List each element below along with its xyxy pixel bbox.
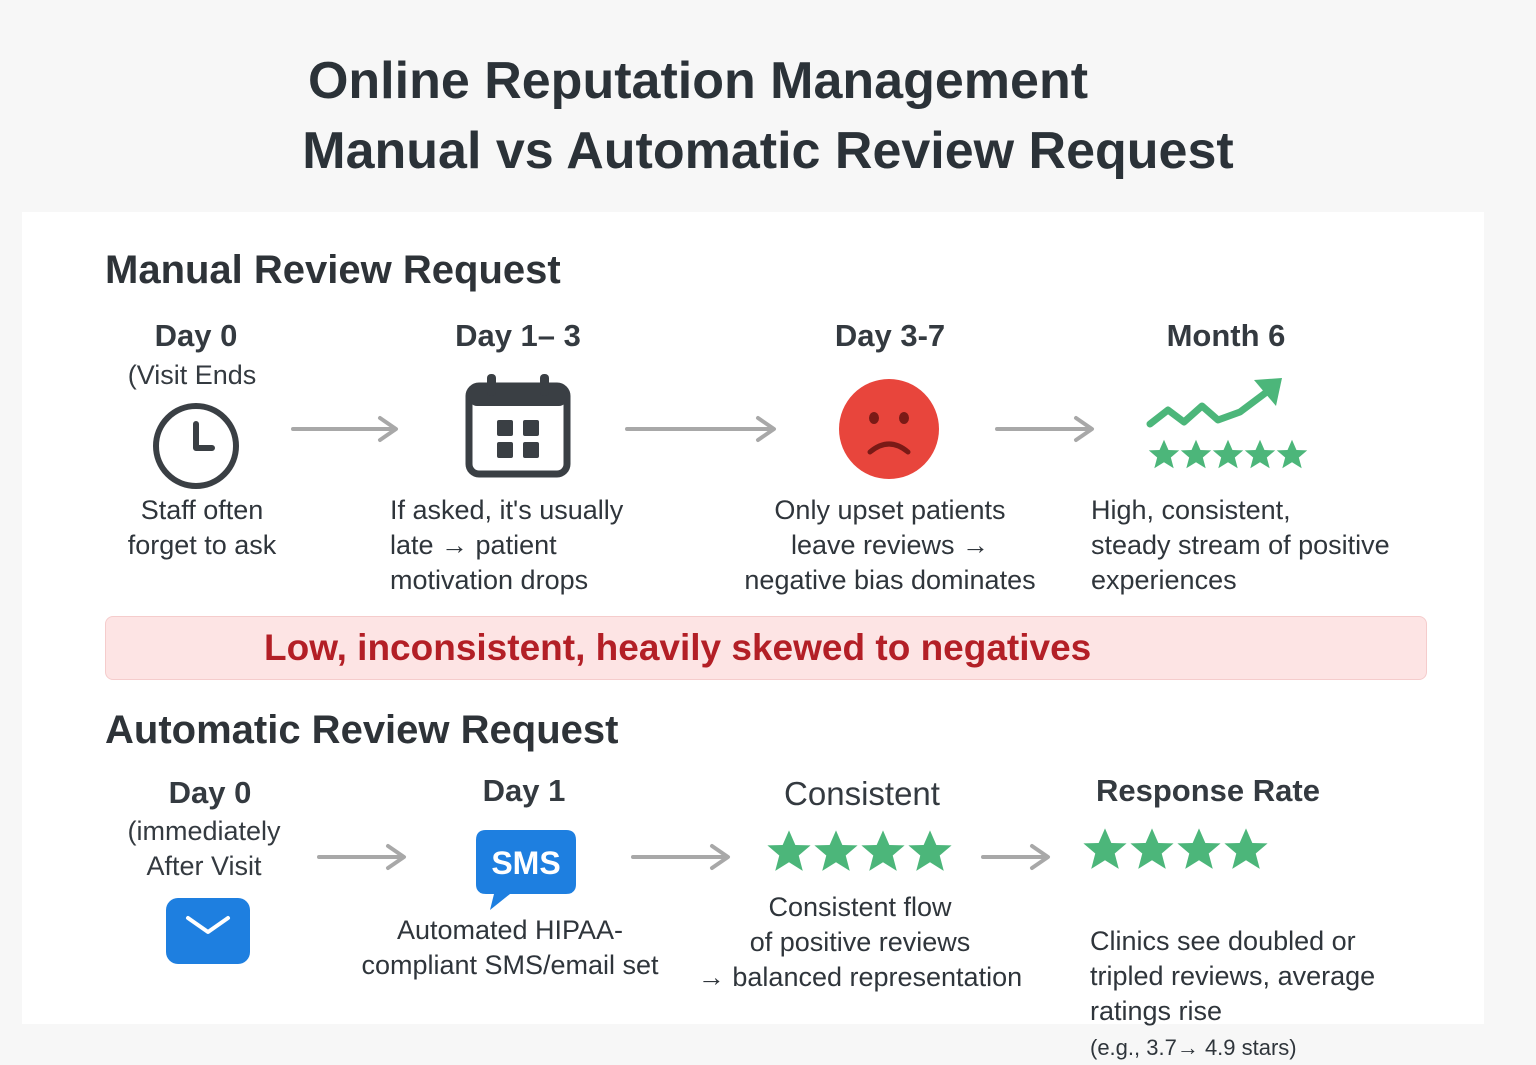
auto-step-1-sub-2: After Visit (146, 851, 262, 881)
auto-step-1-label: Day 0 (168, 775, 252, 810)
manual-summary-banner: Low, inconsistent, heavily skewed to neg… (105, 616, 1427, 680)
arrow-icon (981, 844, 1050, 870)
email-icon (166, 898, 250, 964)
sms-bubble-icon: SMS (476, 830, 576, 910)
auto-step-3-label: Consistent (784, 775, 940, 812)
arrow-icon (317, 844, 406, 870)
trend-up-stars-icon (1146, 378, 1308, 469)
sad-face-icon (839, 379, 939, 479)
auto-step-2-desc: Automated HIPAA- compliant SMS/email set (361, 915, 659, 980)
auto-step-4-label: Response Rate (1096, 773, 1320, 808)
clock-icon (153, 403, 239, 489)
auto-step-1-sub-1: (immediately (127, 816, 281, 846)
arrow-icon (631, 844, 730, 870)
page-title-line-2: Manual vs Automatic Review Request (302, 122, 1234, 180)
page-title-line-1: Online Reputation Management (307, 52, 1089, 110)
manual-step-1-desc: Staff often forget to ask (127, 495, 277, 560)
four-stars-icon (767, 830, 952, 871)
automatic-section-heading: Automatic Review Request (105, 708, 619, 752)
auto-step-3-desc: Consistent flow of positive reviews → ba… (697, 892, 1023, 992)
manual-step-4-label: Month 6 (1166, 318, 1286, 353)
manual-step-1-sub: (Visit Ends (127, 360, 257, 390)
arrow-icon (625, 416, 776, 442)
auto-step-4-desc-text: Clinics see doubled or tripled reviews, … (1090, 926, 1376, 1026)
manual-step-3-desc: Only upset patients leave reviews → nega… (744, 495, 1036, 595)
manual-step-3-label: Day 3-7 (834, 318, 946, 353)
manual-step-4-desc: High, consistent, steady stream of posit… (1091, 495, 1390, 595)
manual-step-2-label: Day 1– 3 (455, 318, 581, 353)
manual-section-heading: Manual Review Request (105, 248, 561, 292)
auto-step-2-label: Day 1 (482, 773, 566, 808)
arrow-icon (995, 416, 1094, 442)
manual-step-2-desc: If asked, it's usually late → patient mo… (390, 495, 624, 595)
auto-step-4-example: (e.g., 3.7→ 4.9 stars) (1090, 1035, 1297, 1060)
calendar-icon (465, 374, 571, 478)
auto-step-4-desc: Clinics see doubled or tripled reviews, … (1090, 889, 1490, 1065)
arrow-icon (291, 416, 398, 442)
manual-summary-text: Low, inconsistent, heavily skewed to neg… (264, 627, 1092, 668)
manual-step-1-label: Day 0 (154, 318, 238, 353)
sms-icon-text: SMS (491, 845, 560, 881)
four-stars-icon (1083, 828, 1268, 869)
